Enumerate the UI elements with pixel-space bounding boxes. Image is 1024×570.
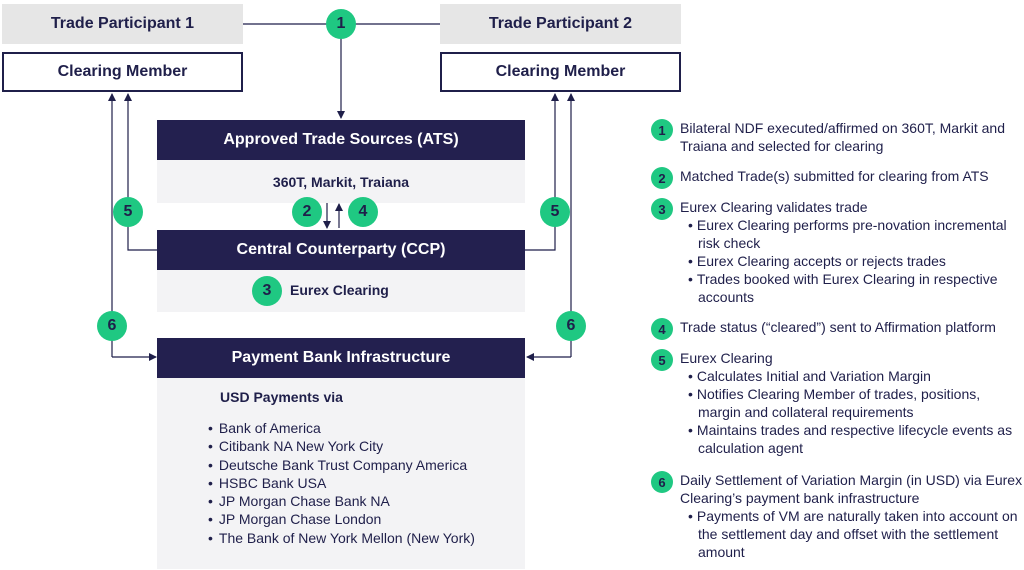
legend-text: Trade status (“cleared”) sent to Affirma…	[680, 319, 996, 335]
legend-text: Matched Trade(s) submitted for clearing …	[680, 168, 989, 184]
list-item: Maintains trades and respective lifecycl…	[688, 421, 1024, 457]
ccp-panel: Eurex Clearing	[157, 270, 525, 312]
legend-badge: 3	[651, 198, 673, 220]
legend-heading: Eurex Clearing	[680, 350, 773, 366]
payment-panel: USD Payments via Bank of America Citiban…	[157, 378, 525, 569]
step-5-badge-right: 5	[540, 197, 570, 227]
legend-heading: Daily Settlement of Variation Margin (in…	[680, 472, 1023, 506]
payment-subtitle: USD Payments via	[220, 389, 343, 405]
step-6-badge-right: 6	[556, 311, 586, 341]
list-item: Bank of America	[208, 419, 475, 437]
step-6-badge-left: 6	[97, 311, 127, 341]
step-2-badge: 2	[292, 197, 322, 227]
list-item: Notifies Clearing Member of trades, posi…	[688, 385, 1024, 421]
list-item: Eurex Clearing performs pre-novation inc…	[688, 216, 1024, 252]
ats-sources: 360T, Markit, Traiana	[157, 160, 525, 203]
legend-text-block: Eurex Clearing Calculates Initial and Va…	[680, 349, 1024, 457]
legend-sublist: Eurex Clearing performs pre-novation inc…	[680, 216, 1024, 306]
trade-participant-2: Trade Participant 2	[440, 4, 681, 44]
list-item: The Bank of New York Mellon (New York)	[208, 529, 475, 547]
list-item: JP Morgan Chase London	[208, 510, 475, 528]
legend-badge: 4	[651, 318, 673, 340]
legend-badge: 6	[651, 471, 673, 493]
clearing-member-left: Clearing Member	[2, 52, 243, 92]
list-item: Payments of VM are naturally taken into …	[688, 507, 1024, 561]
list-item: Eurex Clearing accepts or rejects trades	[688, 252, 1024, 270]
list-item: Citibank NA New York City	[208, 437, 475, 455]
payment-title-bar: Payment Bank Infrastructure	[157, 338, 525, 378]
list-item: Calculates Initial and Variation Margin	[688, 367, 1024, 385]
legend-text-block: Eurex Clearing validates trade Eurex Cle…	[680, 198, 1024, 306]
bank-list: Bank of America Citibank NA New York Cit…	[208, 419, 475, 547]
legend-heading: Eurex Clearing validates trade	[680, 199, 868, 215]
legend-text-block: Daily Settlement of Variation Margin (in…	[680, 471, 1024, 561]
trade-participant-1: Trade Participant 1	[2, 4, 243, 44]
ccp-name: Eurex Clearing	[290, 282, 389, 298]
step-1-badge: 1	[326, 9, 356, 39]
clearing-member-right: Clearing Member	[440, 52, 681, 92]
arrow-ccp-to-right-cm	[525, 93, 559, 251]
legend-badge: 1	[651, 119, 673, 141]
legend-sublist: Calculates Initial and Variation Margin …	[680, 367, 1024, 457]
legend-badge: 2	[651, 167, 673, 189]
arrow-ccp-to-left-cm	[124, 93, 157, 251]
legend-badge: 5	[651, 349, 673, 371]
step-5-badge-left: 5	[113, 197, 143, 227]
ccp-title-bar: Central Counterparty (CCP)	[157, 230, 525, 270]
list-item: Deutsche Bank Trust Company America	[208, 456, 475, 474]
list-item: Trades booked with Eurex Clearing in res…	[688, 270, 1024, 306]
step-3-badge: 3	[252, 276, 282, 306]
ats-title-bar: Approved Trade Sources (ATS)	[157, 120, 525, 160]
legend-sublist: Payments of VM are naturally taken into …	[680, 507, 1024, 561]
list-item: JP Morgan Chase Bank NA	[208, 492, 475, 510]
legend-text: Bilateral NDF executed/affirmed on 360T,…	[680, 120, 1006, 154]
step-4-badge: 4	[348, 197, 378, 227]
list-item: HSBC Bank USA	[208, 474, 475, 492]
